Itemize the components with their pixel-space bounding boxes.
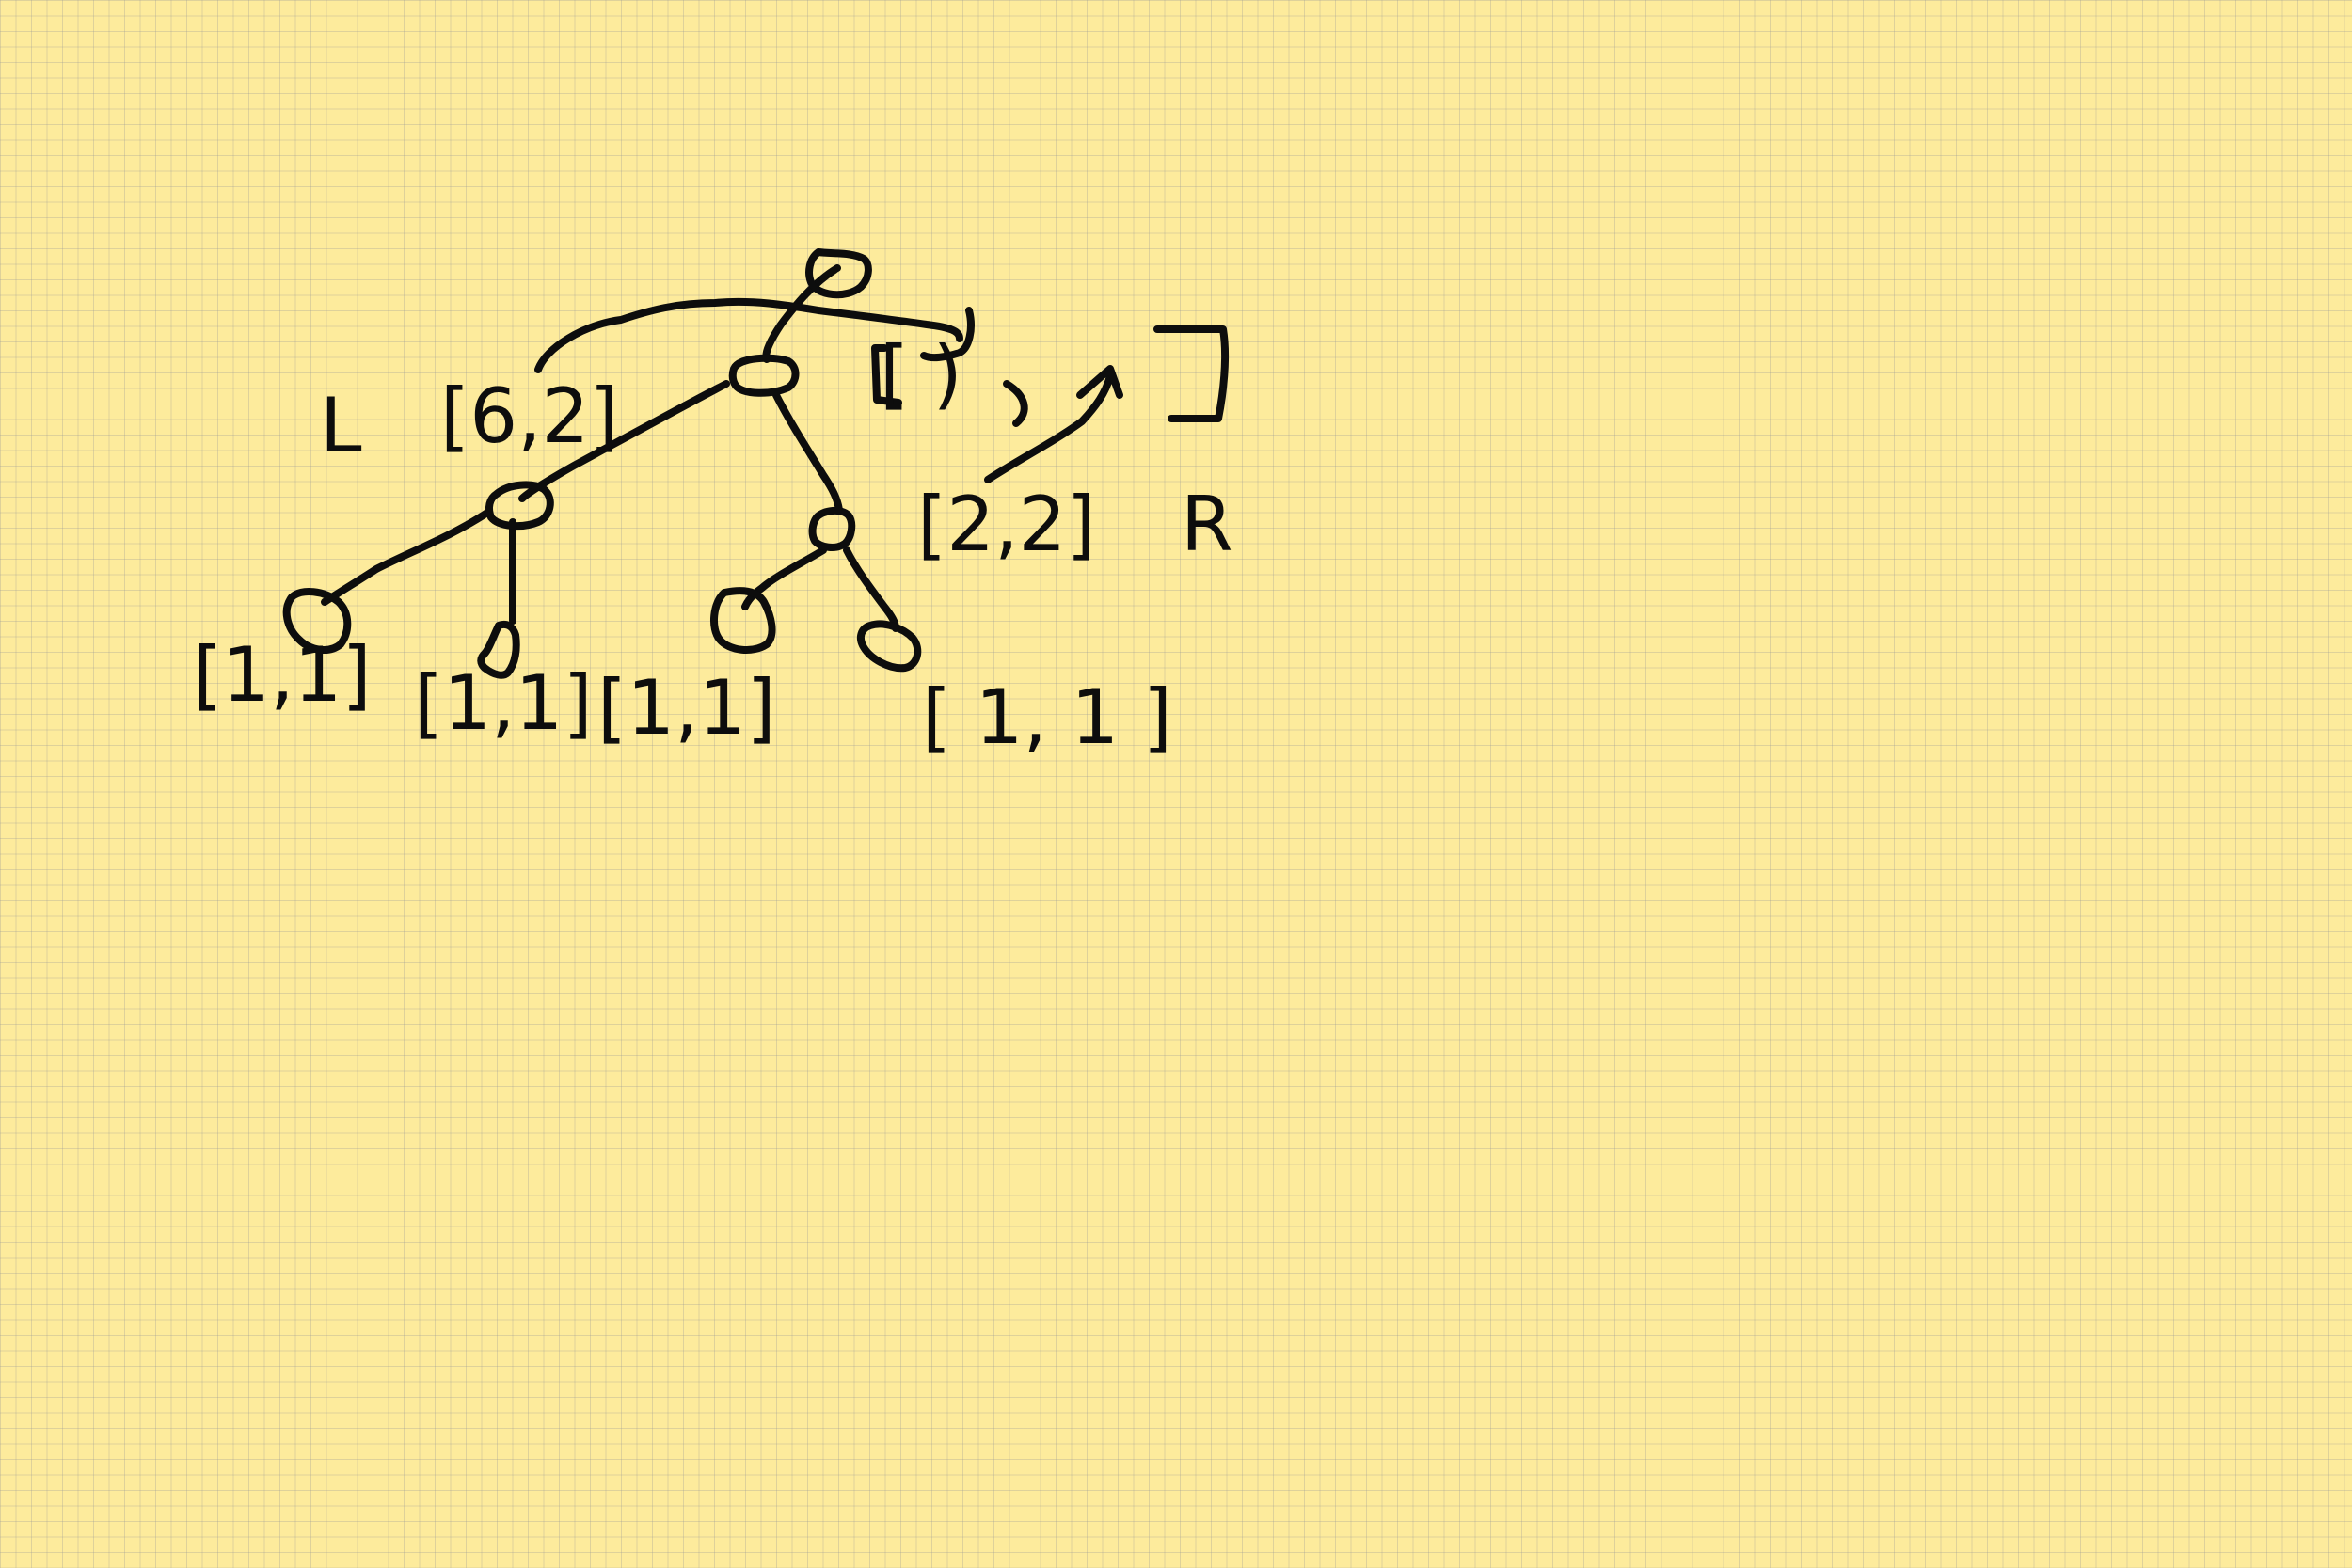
tree-nodes bbox=[282, 248, 922, 679]
tree-edges bbox=[321, 264, 899, 632]
root-node bbox=[805, 248, 872, 299]
label-left: L bbox=[320, 382, 362, 469]
leaf-node-2 bbox=[477, 620, 520, 679]
right-bracket-open-stroke bbox=[920, 307, 975, 362]
leaf-node-1 bbox=[282, 588, 352, 654]
arc-bracket-stroke bbox=[534, 297, 963, 373]
arrow-head bbox=[1076, 365, 1123, 399]
large-right-bracket bbox=[1153, 325, 1230, 422]
left-mid-node bbox=[728, 354, 800, 397]
paren-stroke bbox=[1003, 380, 1028, 427]
annotation-strokes bbox=[534, 297, 1230, 483]
label-right-sub: [ ) bbox=[880, 330, 962, 418]
edge-root-to-left-mid bbox=[762, 264, 841, 363]
leaf-node-4 bbox=[856, 620, 922, 673]
left-child-node bbox=[485, 481, 554, 531]
leaf-node-3 bbox=[710, 587, 776, 654]
edge-right-child-to-leaf-4 bbox=[843, 546, 899, 632]
edge-left-mid-to-left-child bbox=[518, 380, 730, 502]
label-leaf-2: [1,1] bbox=[414, 659, 593, 747]
handwritten-labels: L R [6,2] [ ) [2,2] [1,1] [1,1] [1,1] [ … bbox=[193, 330, 1233, 761]
label-right-child: [2,2] bbox=[917, 481, 1096, 568]
label-leaf-4: [ 1, 1 ] bbox=[922, 673, 1172, 761]
label-leaf-3: [1,1] bbox=[597, 664, 776, 752]
right-child-node bbox=[808, 507, 856, 551]
edge-right-child-to-leaf-3 bbox=[741, 546, 827, 610]
label-leaf-1: [1,1] bbox=[193, 631, 372, 719]
arrow-shaft bbox=[984, 372, 1114, 483]
edge-left-mid-to-right-child bbox=[772, 391, 843, 514]
left-bracket-under-root bbox=[871, 344, 902, 406]
label-left-sub: [6,2] bbox=[440, 372, 619, 460]
label-right: R bbox=[1181, 481, 1233, 568]
edge-left-child-to-leaf-1 bbox=[321, 509, 491, 606]
